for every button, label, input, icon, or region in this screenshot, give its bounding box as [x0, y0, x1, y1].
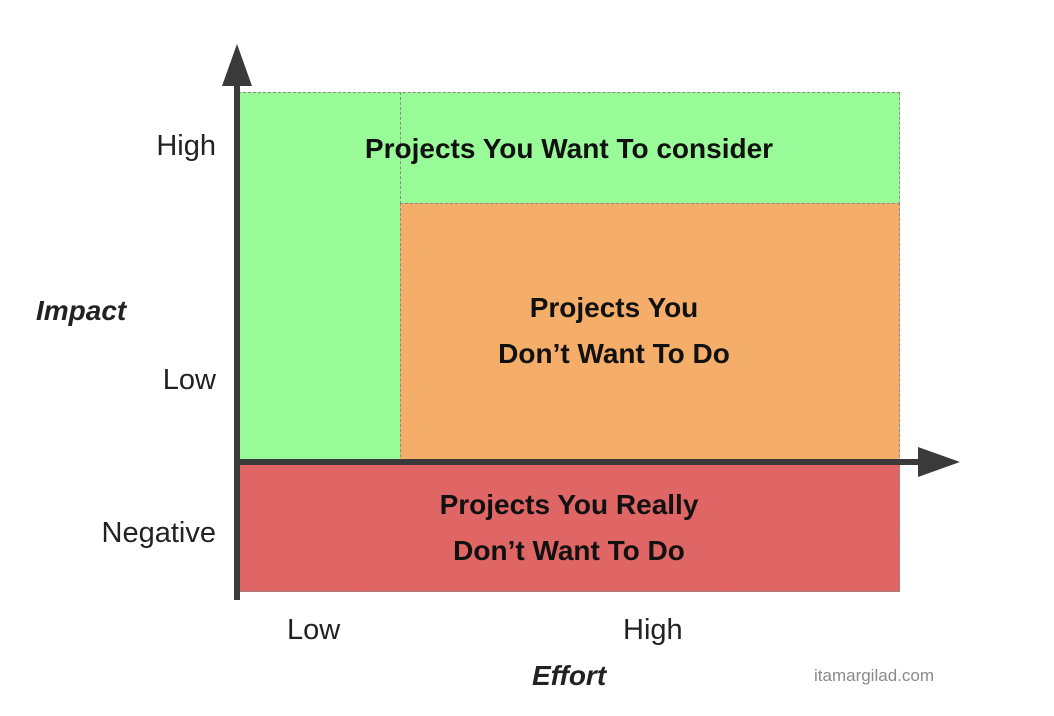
quadrant-label-want-text: Projects You Want To consider: [364, 133, 774, 164]
quadrant-want-to-consider-left: [238, 203, 401, 462]
y-tick-high: High: [156, 130, 216, 162]
quadrant-label-dont-want-line2: Don’t Want To Do: [498, 338, 730, 369]
x-axis-arrowhead: [918, 447, 960, 477]
quadrant-label-really-dont-want-line2: Don’t Want To Do: [453, 535, 685, 566]
quadrant-label-really-dont-want: Projects You Really Don’t Want To Do: [238, 482, 900, 574]
y-axis-title: Impact: [36, 295, 127, 326]
quadrant-label-really-dont-want-line1: Projects You Really: [439, 489, 699, 520]
x-tick-low: Low: [287, 614, 341, 646]
quadrant-really-dont-want: [238, 462, 900, 592]
y-tick-negative: Negative: [101, 517, 216, 549]
y-axis-arrowhead: [222, 44, 252, 86]
quadrant-dont-want: [400, 203, 900, 462]
y-tick-low: Low: [162, 364, 216, 396]
x-tick-high: High: [623, 614, 683, 646]
x-axis-title: Effort: [532, 660, 607, 691]
quadrant-label-dont-want: Projects You Don’t Want To Do: [400, 285, 828, 377]
quadrant-want-to-consider-top: [238, 92, 900, 204]
quadrant-label-want: Projects You Want To consider: [238, 126, 900, 172]
credit-text: itamargilad.com: [814, 666, 934, 685]
quadrant-label-dont-want-line1: Projects You: [529, 292, 699, 323]
effort-divider-line: [400, 92, 401, 204]
